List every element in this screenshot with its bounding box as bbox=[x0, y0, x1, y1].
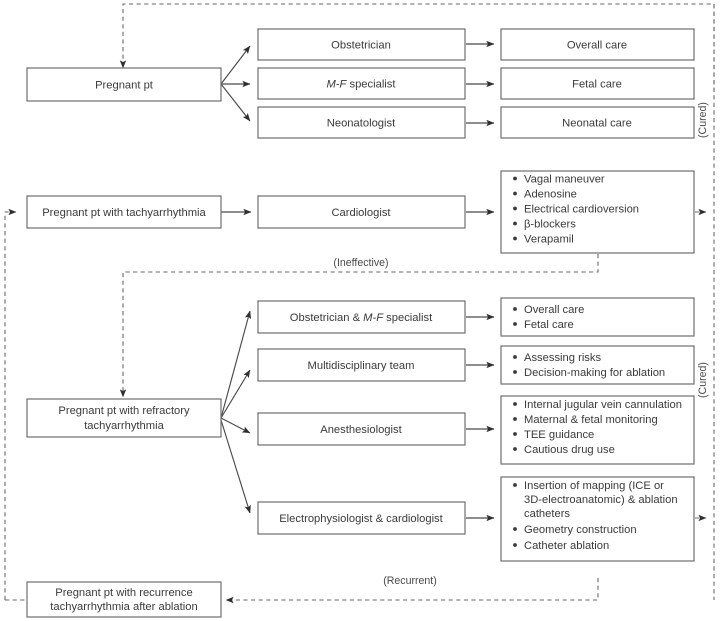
node-pregnant-tachyarrhythmia-label: Pregnant pt with tachyarrhythmia bbox=[42, 207, 206, 219]
node-anesthesiologist-label: Anesthesiologist bbox=[320, 424, 402, 436]
recurrence-to-tachy-route bbox=[4, 208, 17, 600]
annotation-recurrent: (Recurrent) bbox=[383, 575, 437, 587]
node-cardiologist[interactable] bbox=[257, 195, 466, 229]
list-anesthesia-tasks: Internal jugular vein cannulation Matern… bbox=[513, 399, 682, 456]
ineffective-route bbox=[122, 254, 599, 391]
bullet-dot bbox=[513, 176, 517, 181]
list-item: Insertion of mapping (ICE or bbox=[524, 480, 664, 492]
node-recurrence-line1: Pregnant pt with recurrence bbox=[55, 587, 192, 599]
list-item: β-blockers bbox=[524, 219, 576, 231]
obstmf-italic: M-F bbox=[363, 312, 384, 324]
list-item-cont: catheters bbox=[524, 508, 570, 520]
node-electrophysiologist-label: Electrophysiologist & cardiologist bbox=[279, 513, 443, 525]
list-item: Electrical cardioversion bbox=[524, 204, 639, 216]
node-anesthesiologist[interactable] bbox=[257, 412, 466, 446]
edge-refractory-anesthesia bbox=[220, 417, 251, 434]
list-item: Assessing risks bbox=[524, 352, 601, 364]
obstmf-pre: Obstetrician & bbox=[290, 312, 363, 324]
bullet-dot bbox=[513, 206, 517, 211]
bullet-dot bbox=[513, 322, 517, 326]
node-mf-rest: specialist bbox=[346, 79, 396, 91]
list-item: Fetal care bbox=[524, 319, 574, 331]
bullet-dot bbox=[513, 236, 517, 241]
annotation-cured-bottom: (Cured) bbox=[697, 362, 709, 398]
node-obstetrician-mf[interactable] bbox=[257, 300, 466, 334]
list-item: Vagal maneuver bbox=[524, 174, 605, 186]
node-overall-care[interactable] bbox=[500, 28, 695, 61]
node-neonatologist-label: Neonatologist bbox=[327, 118, 396, 130]
node-pregnant-pt[interactable] bbox=[26, 67, 222, 102]
node-pregnant-tachyarrhythmia[interactable] bbox=[26, 195, 222, 229]
bullet-dot bbox=[513, 221, 517, 226]
node-neonatal-care-label: Neonatal care bbox=[562, 118, 632, 130]
bullet-dot bbox=[513, 447, 517, 451]
node-obstmf-tasks[interactable] bbox=[500, 297, 695, 337]
list-obstmf-tasks: Overall care Fetal care bbox=[513, 304, 584, 331]
node-refractory-line1: Pregnant pt with refractory bbox=[58, 405, 190, 417]
node-cardiologist-label: Cardiologist bbox=[331, 207, 391, 219]
list-item: Maternal & fetal monitoring bbox=[524, 414, 658, 426]
list-item: Internal jugular vein cannulation bbox=[524, 399, 682, 411]
bullet-dot bbox=[513, 483, 517, 487]
node-mf-italic: M-F bbox=[326, 79, 347, 91]
bullet-dot bbox=[513, 307, 517, 311]
node-pregnant-pt-label: Pregnant pt bbox=[95, 80, 154, 92]
bullet-dot bbox=[513, 527, 517, 531]
list-cardiologist-treatments: Vagal maneuver Adenosine Electrical card… bbox=[513, 174, 639, 246]
list-item: Adenosine bbox=[524, 189, 577, 201]
bullet-dot bbox=[513, 191, 517, 196]
node-neonatal-care[interactable] bbox=[500, 106, 695, 139]
edge-refractory-team bbox=[220, 369, 251, 419]
edge-pregnant-neonatologist bbox=[220, 83, 251, 122]
list-item: Geometry construction bbox=[524, 524, 637, 536]
node-cardiologist-treatments[interactable] bbox=[500, 170, 695, 254]
node-overall-care-label: Overall care bbox=[567, 40, 627, 52]
recurrent-route bbox=[232, 578, 599, 601]
node-obstetrician-label: Obstetrician bbox=[331, 40, 391, 52]
edge-refractory-obstmf bbox=[220, 310, 252, 419]
node-anesthesia-tasks[interactable] bbox=[500, 395, 695, 465]
cured-top-route bbox=[122, 3, 715, 92]
list-item-cont: 3D-electroanatomic) & ablation bbox=[524, 494, 678, 506]
node-fetal-care-label: Fetal care bbox=[572, 79, 622, 91]
list-item: Overall care bbox=[524, 304, 584, 316]
bullet-dot bbox=[513, 432, 517, 436]
node-mf-specialist[interactable] bbox=[257, 67, 466, 100]
annotation-ineffective: (Ineffective) bbox=[333, 257, 388, 269]
bullet-dot bbox=[513, 402, 517, 406]
bullet-dot bbox=[513, 355, 517, 359]
list-team-tasks: Assessing risks Decision-making for abla… bbox=[513, 352, 665, 379]
edge-pregnant-obstetrician bbox=[220, 45, 251, 85]
node-mf-specialist-label: M-F specialist bbox=[326, 79, 396, 91]
annotation-cured-top: (Cured) bbox=[697, 102, 709, 138]
list-item: Verapamil bbox=[524, 234, 574, 246]
node-refractory[interactable] bbox=[26, 398, 222, 438]
node-refractory-line2: tachyarrhythmia bbox=[84, 420, 164, 432]
list-item: Catheter ablation bbox=[524, 540, 609, 552]
node-electrophysiologist[interactable] bbox=[257, 501, 466, 535]
bullet-dot bbox=[513, 417, 517, 421]
node-multidisciplinary-team-label: Multidisciplinary team bbox=[308, 360, 415, 372]
bullet-dot bbox=[513, 543, 517, 547]
bullet-dot bbox=[513, 370, 517, 374]
node-obstetrician-mf-label: Obstetrician & M-F specialist bbox=[290, 312, 433, 324]
node-team-tasks[interactable] bbox=[500, 345, 695, 385]
list-ep-tasks: Insertion of mapping (ICE or 3D-electroa… bbox=[513, 480, 678, 552]
obstmf-post: specialist bbox=[383, 312, 433, 324]
node-recurrence-line2: tachyarrhythmia after ablation bbox=[50, 601, 197, 613]
list-item: Cautious drug use bbox=[524, 444, 615, 456]
node-ep-tasks[interactable] bbox=[500, 476, 695, 562]
node-neonatologist[interactable] bbox=[257, 106, 466, 139]
list-item: Decision-making for ablation bbox=[524, 367, 665, 379]
edge-refractory-ep bbox=[220, 419, 251, 514]
list-item: TEE guidance bbox=[524, 429, 594, 441]
node-multidisciplinary-team[interactable] bbox=[257, 348, 466, 382]
node-obstetrician[interactable] bbox=[257, 28, 466, 61]
node-recurrence[interactable] bbox=[26, 581, 222, 618]
node-fetal-care[interactable] bbox=[500, 67, 695, 100]
